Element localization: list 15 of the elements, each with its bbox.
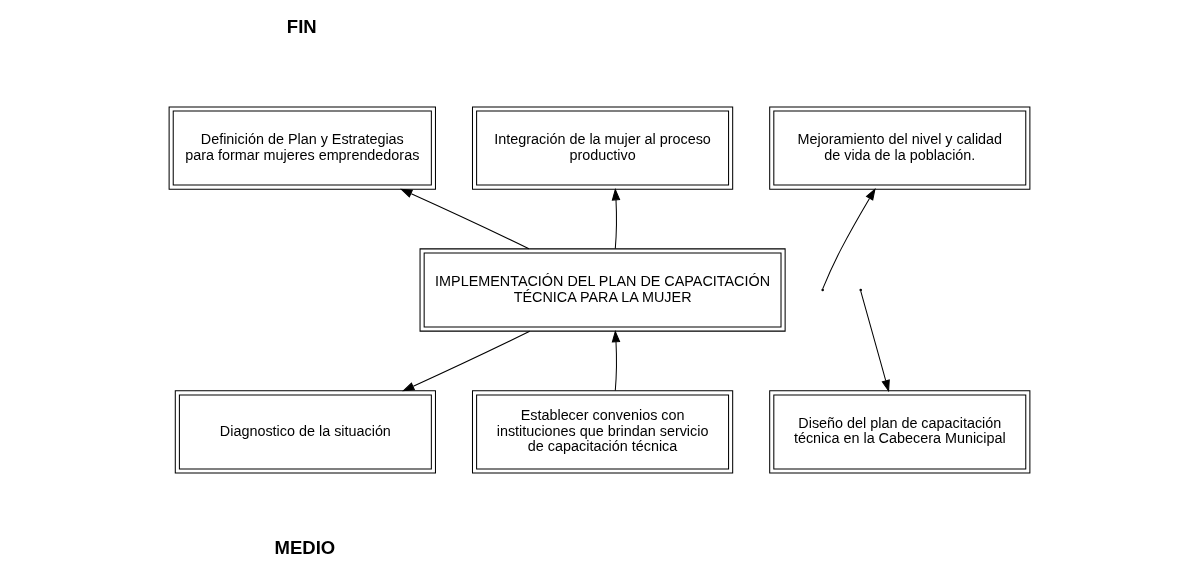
node-box: Mejoramiento del nivel y calidad de vida de la población. bbox=[769, 106, 1031, 190]
arrow bbox=[860, 290, 890, 393]
label: FIN bbox=[286, 16, 317, 38]
node-box: Diseño del plan de capacitación técnica en la Cabecera Municipal bbox=[769, 390, 1031, 474]
arrow bbox=[400, 188, 530, 250]
node-box: IMPLEMENTACIÓN DEL PLAN DE CAPACITACIÓN TÉCNICA PARA LA MUJER bbox=[419, 248, 786, 332]
node-box: Establecer convenios con instituciones que brindan servicio de capacitación técnica bbox=[471, 390, 734, 474]
arrow bbox=[402, 330, 531, 392]
node-box: Definición de Plan y Estrategias para formar mujeres emprendedoras bbox=[168, 106, 436, 190]
arrow bbox=[611, 188, 621, 250]
node-box: Integración de la mujer al proceso productivo bbox=[471, 106, 734, 190]
arrow bbox=[822, 188, 876, 290]
label: MEDIO bbox=[274, 536, 336, 558]
arrow bbox=[611, 329, 621, 392]
node-box: Diagnostico de la situación bbox=[174, 390, 436, 474]
